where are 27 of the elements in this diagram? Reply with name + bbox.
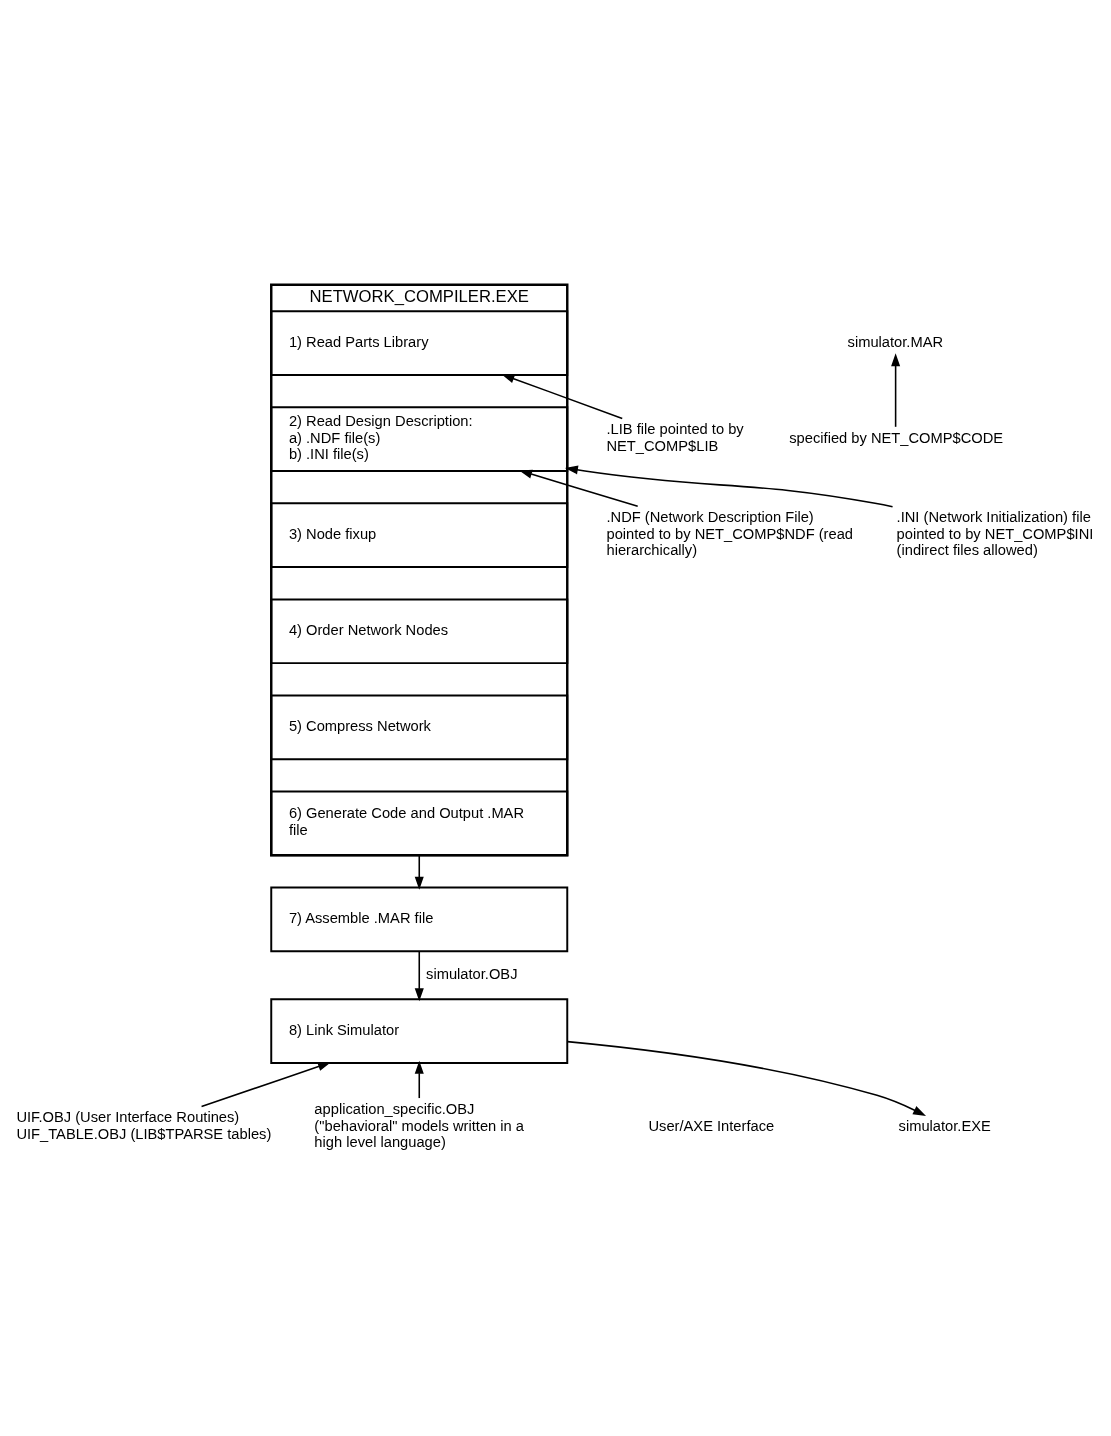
- node-box: 1) Read Parts Library: [270, 310, 569, 376]
- node-text: .INI (Network Initialization) file pointed to by NET_COMP$INI (indirect files allowed): [896, 508, 1094, 559]
- node-text: simulator.EXE: [898, 1117, 991, 1134]
- arrow: [501, 374, 624, 420]
- node-box: 5) Compress Network: [270, 694, 569, 761]
- node-box: 8) Link Simulator: [270, 998, 569, 1064]
- arrow: [200, 1062, 331, 1108]
- arrow: [519, 469, 639, 508]
- node-box: 4) Order Network Nodes: [270, 598, 569, 665]
- node-box: 2) Read Design Description: a) .NDF file(s) b) .INI file(s): [270, 406, 569, 472]
- arrow: [566, 1040, 927, 1116]
- node-box: 3) Node fixup: [270, 502, 569, 569]
- node-text: UIF.OBJ (User Interface Routines) UIF_TABLE.OBJ (LIB$TPARSE tables): [16, 1109, 272, 1142]
- arrow: [414, 950, 424, 1002]
- arrow: [564, 465, 894, 508]
- node-text: specified by NET_COMP$CODE: [789, 429, 1004, 446]
- node-text: application_specific.OBJ ("behavioral" models written in a high level language): [314, 1100, 524, 1151]
- node-box: 6) Generate Code and Output .MAR file: [270, 790, 569, 857]
- node-text: .LIB file pointed to by NET_COMP$LIB: [606, 421, 744, 454]
- arrow: [414, 1060, 424, 1099]
- arrow: [891, 353, 901, 428]
- node-text: .NDF (Network Description File) pointed to by NET_COMP$NDF (read hierarchically): [606, 508, 853, 559]
- node-text: simulator.MAR: [847, 333, 944, 350]
- edge-label: simulator.OBJ: [426, 965, 518, 982]
- arrow: [414, 854, 424, 890]
- node-box: 7) Assemble .MAR file: [270, 886, 569, 953]
- label: User/AXE Interface: [648, 1117, 775, 1134]
